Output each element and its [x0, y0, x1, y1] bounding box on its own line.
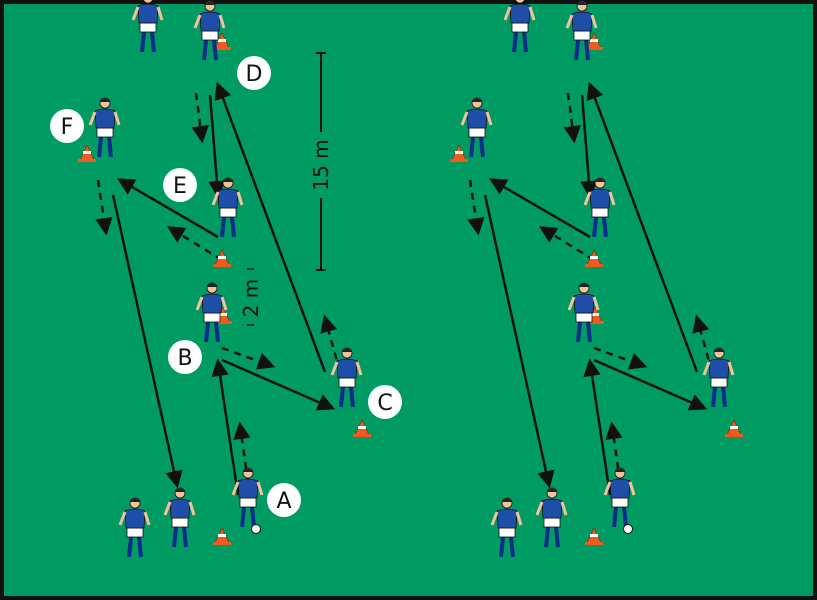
- player-icon: [702, 347, 735, 408]
- svg-text:D: D: [246, 62, 263, 87]
- cone-icon: [725, 419, 743, 437]
- pass-arrow: [208, 94, 226, 199]
- run-arrow: [233, 421, 251, 483]
- run-arrow: [539, 226, 595, 262]
- player-icon: [535, 487, 568, 548]
- pass-arrow: [211, 358, 240, 496]
- pass-arrow: [586, 81, 699, 373]
- cone-icon: [213, 249, 231, 267]
- pass-arrow: [488, 178, 591, 239]
- svg-text:F: F: [61, 115, 74, 140]
- cone-icon: [585, 32, 603, 50]
- run-arrow: [692, 314, 714, 373]
- player-icon: [565, 0, 598, 61]
- player-icon: [163, 487, 196, 548]
- player-icon: [503, 0, 536, 53]
- run-arrow: [191, 92, 209, 144]
- player-icon: [193, 0, 226, 61]
- player-labels: A B C D E F: [50, 56, 402, 517]
- distance-15m: 15 m: [309, 52, 333, 271]
- player-icon: [490, 497, 523, 558]
- pass-arrow: [483, 194, 555, 489]
- cone-icon: [585, 249, 603, 267]
- player-icon: [195, 282, 228, 343]
- player-label-c: C: [368, 385, 402, 419]
- player-icon: [131, 0, 164, 53]
- player-icon: [460, 97, 493, 158]
- pass-arrow: [580, 94, 598, 199]
- pass-arrow: [593, 358, 708, 411]
- players: [88, 0, 735, 558]
- player-icon: [211, 177, 244, 238]
- svg-text:C: C: [377, 391, 392, 416]
- ball-icon: [623, 524, 633, 534]
- run-arrow: [467, 179, 485, 236]
- player-label-b: B: [168, 340, 202, 374]
- movement-arrows: [95, 81, 714, 496]
- pass-arrow: [111, 194, 183, 489]
- cone-icon: [585, 527, 603, 545]
- player-icon: [603, 467, 636, 528]
- player-label-d: D: [237, 56, 271, 90]
- run-arrow: [167, 226, 223, 262]
- player-icon: [330, 347, 363, 408]
- cones: [78, 32, 743, 545]
- player-icon: [88, 97, 121, 158]
- svg-text:A: A: [276, 489, 291, 514]
- player-label-a: A: [267, 483, 301, 517]
- run-arrow: [605, 421, 623, 483]
- pass-arrow: [583, 358, 612, 496]
- distance-2m: 2 m: [239, 268, 263, 326]
- run-arrow: [221, 346, 276, 370]
- cone-icon: [78, 144, 96, 162]
- player-icon: [118, 497, 151, 558]
- svg-text:B: B: [177, 346, 192, 371]
- pass-arrow: [116, 178, 219, 239]
- player-label-f: F: [50, 109, 84, 143]
- run-arrow: [320, 314, 342, 373]
- pass-arrow: [221, 358, 336, 411]
- player-icon: [583, 177, 616, 238]
- svg-text:E: E: [173, 174, 187, 199]
- cone-icon: [213, 32, 231, 50]
- player-icon: [567, 282, 600, 343]
- cone-icon: [353, 419, 371, 437]
- distance-15m-label: 15 m: [309, 139, 333, 190]
- run-arrow: [593, 346, 648, 370]
- run-arrow: [95, 179, 113, 236]
- ball-icon: [251, 524, 261, 534]
- pass-arrow: [214, 81, 327, 373]
- distance-2m-label: 2 m: [239, 279, 263, 318]
- run-arrow: [563, 92, 581, 144]
- player-icon: [231, 467, 264, 528]
- player-label-e: E: [163, 168, 197, 202]
- cone-icon: [450, 144, 468, 162]
- cone-icon: [213, 527, 231, 545]
